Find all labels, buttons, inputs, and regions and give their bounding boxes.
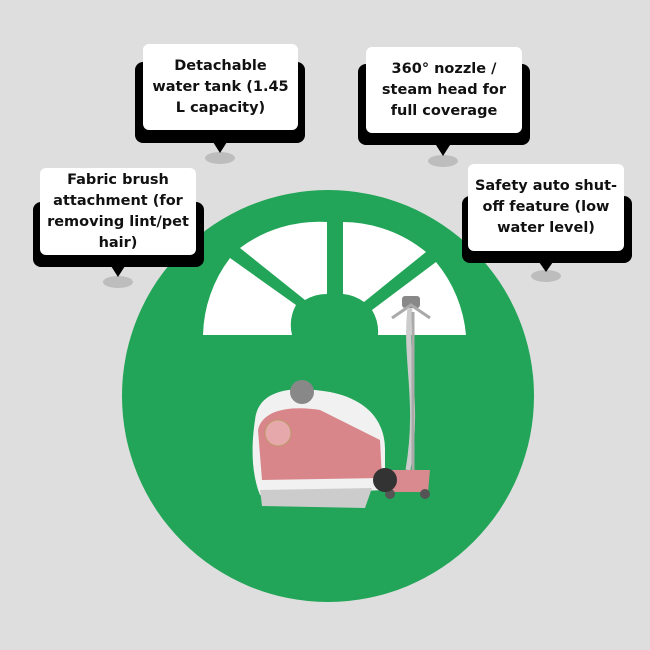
callout-text: Fabric brush attachment (for removing li…	[47, 171, 189, 251]
callout-nozzle: 360° nozzle / steam head for full covera…	[366, 47, 522, 133]
callout-text: Detachable water tank (1.45 L capacity)	[152, 57, 289, 116]
callout-text: 360° nozzle / steam head for full covera…	[381, 60, 507, 119]
callout-brush: Fabric brush attachment (for removing li…	[40, 168, 196, 255]
callout-water-tank: Detachable water tank (1.45 L capacity)	[143, 44, 298, 130]
garment-steamer-image	[252, 296, 431, 508]
callout-safety: Safety auto shut-off feature (low water …	[468, 164, 624, 251]
callout-text: Safety auto shut-off feature (low water …	[474, 178, 618, 236]
pointer-pins	[103, 142, 561, 288]
